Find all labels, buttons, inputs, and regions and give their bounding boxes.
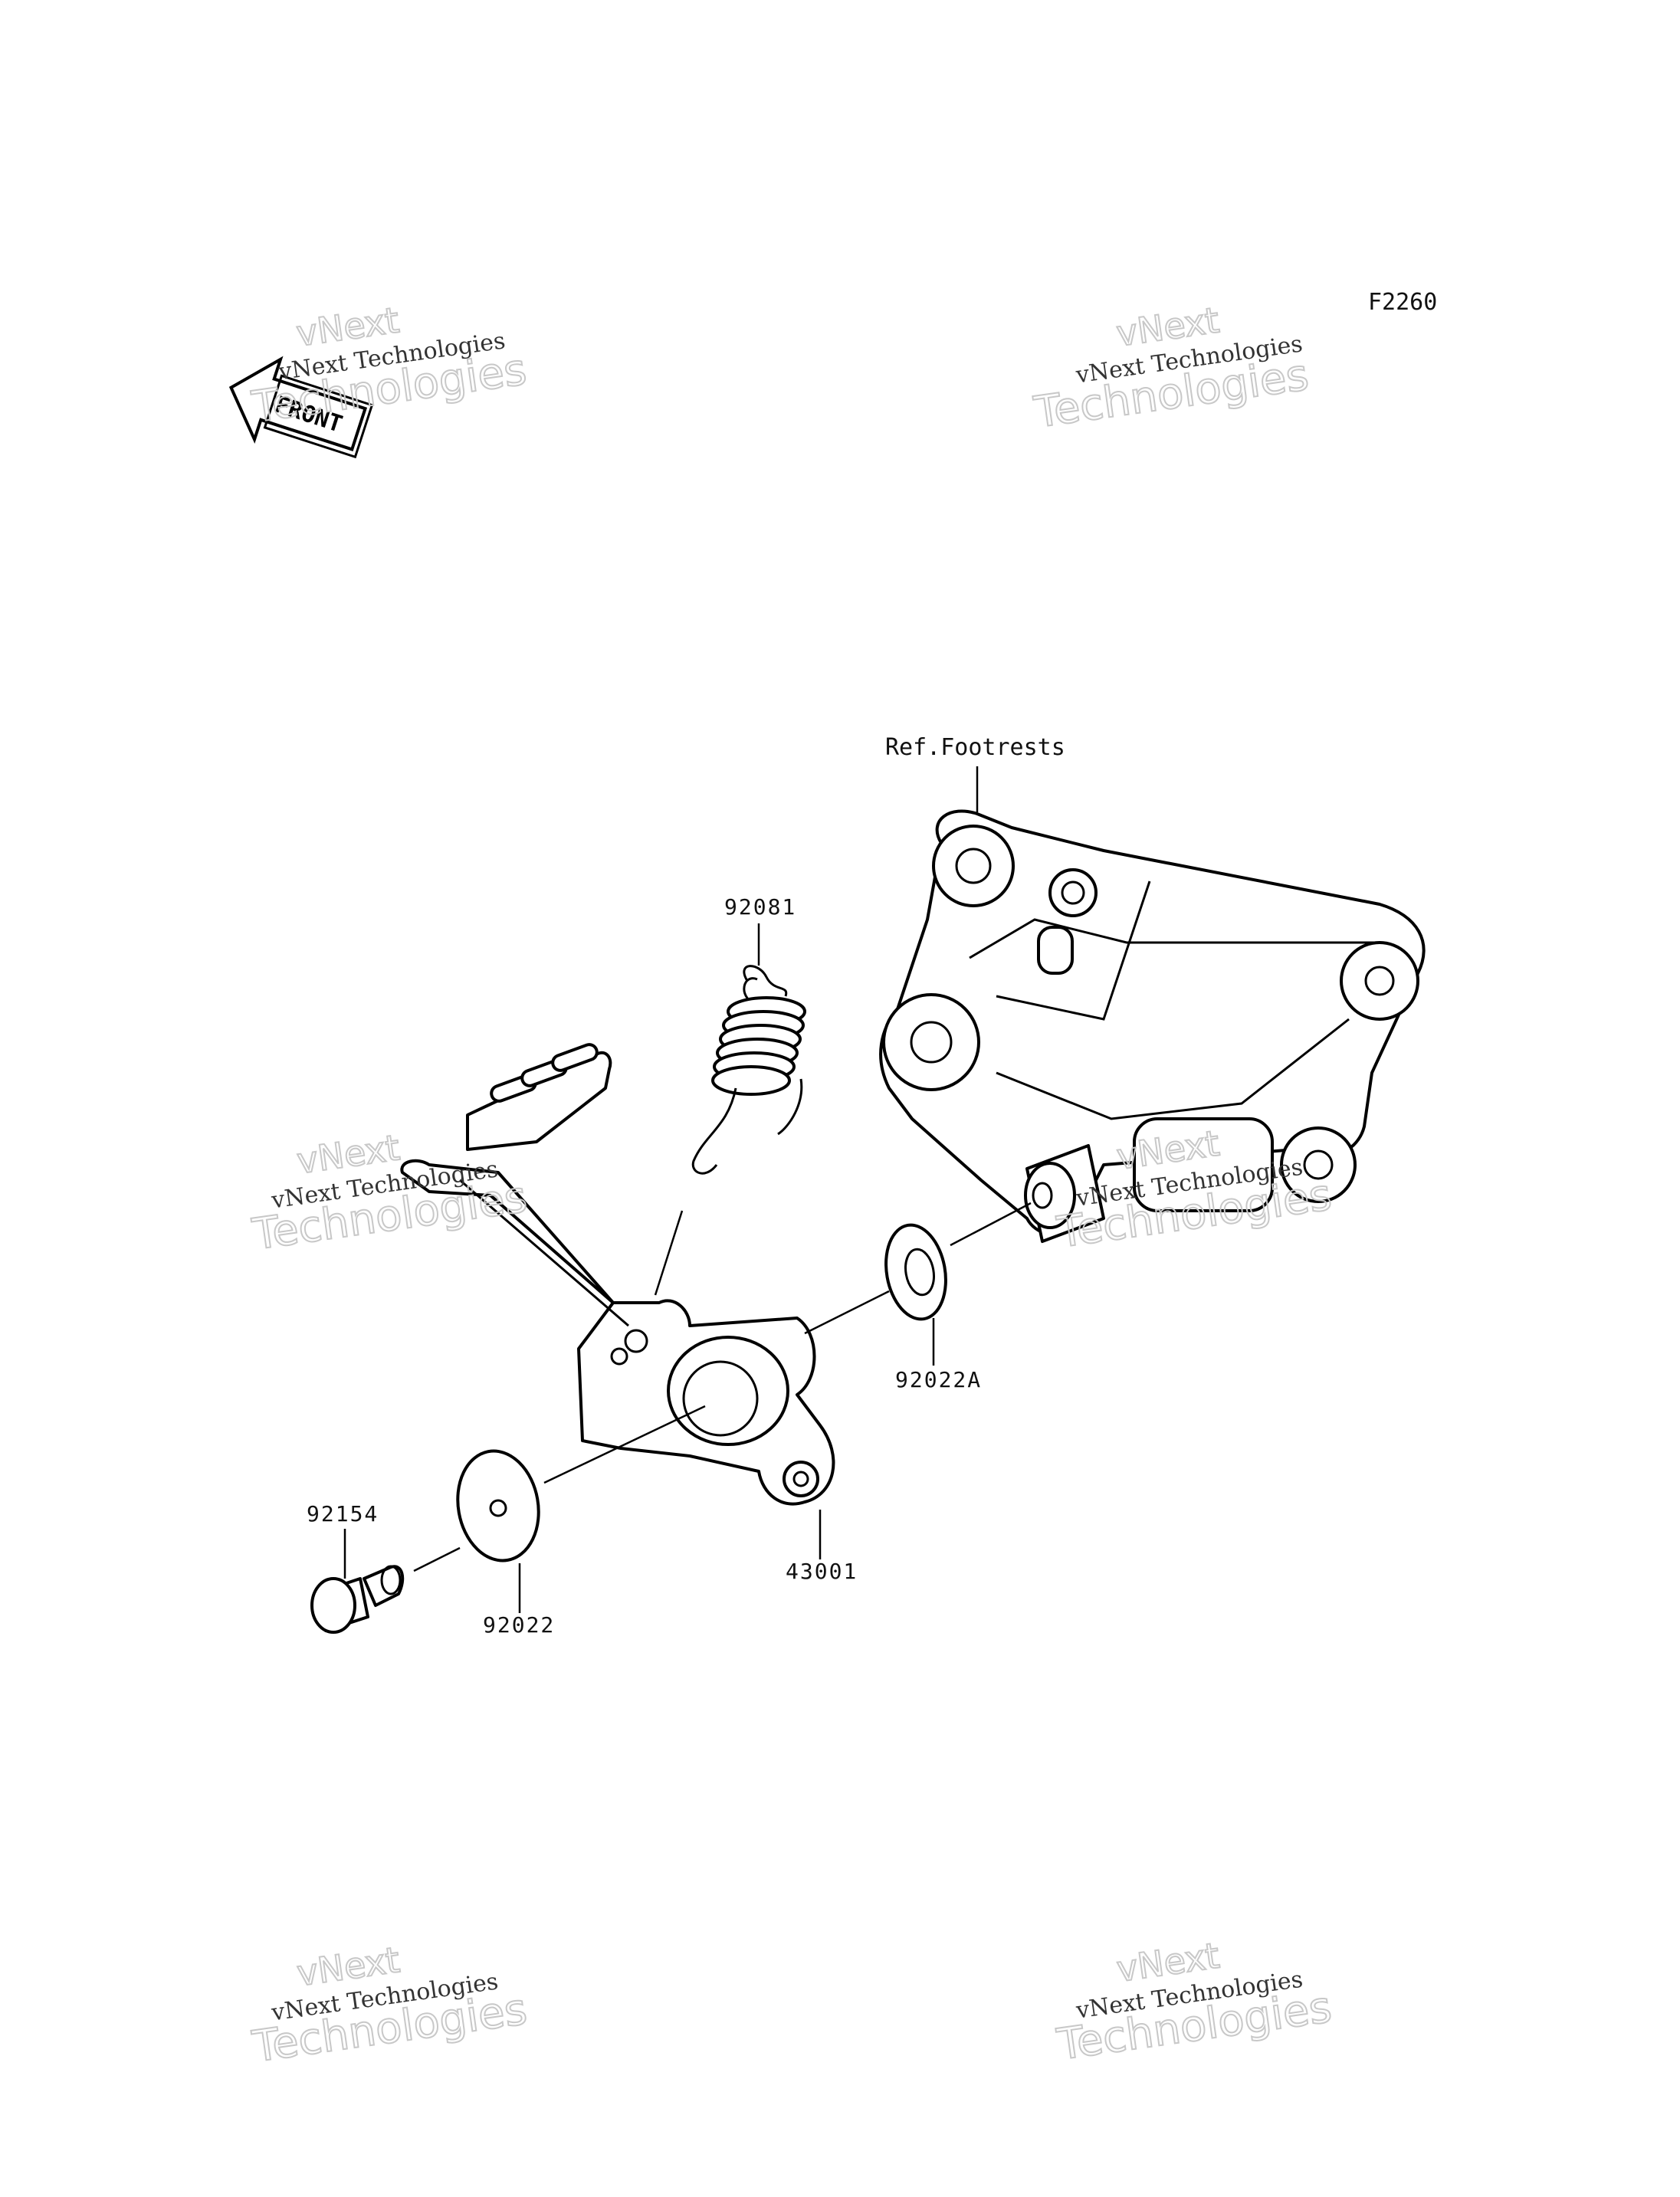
washer-a-part xyxy=(884,1223,947,1321)
part-number-spring: 92081 xyxy=(724,894,796,920)
figure-code: F2260 xyxy=(1368,289,1437,316)
bolt-part xyxy=(310,1565,405,1634)
axis-line-3 xyxy=(804,1290,890,1335)
part-number-pedal: 43001 xyxy=(786,1559,858,1584)
washer-part xyxy=(456,1449,540,1562)
part-number-washer-a: 92022A xyxy=(895,1367,982,1392)
part-number-bolt: 92154 xyxy=(307,1501,379,1526)
front-arrow-icon: FRONT xyxy=(228,356,374,459)
watermark-bottom-right: vNext vNext Technologies Technologies xyxy=(1053,1934,1335,2071)
watermark-top-right: vNext vNext Technologies Technologies xyxy=(1030,298,1312,438)
watermark-top-left: vNext vNext Technologies Technologies xyxy=(248,298,530,433)
reference-label: Ref.Footrests xyxy=(885,734,1065,761)
axis-line-4 xyxy=(950,1202,1032,1247)
watermark-bottom-left: vNext vNext Technologies Technologies xyxy=(248,1938,530,2073)
axis-line-1 xyxy=(413,1546,461,1572)
axis-line-2 xyxy=(543,1405,706,1484)
footrest-bracket xyxy=(879,809,1426,1243)
brake-pedal-part xyxy=(400,1043,835,1506)
part-number-washer: 92022 xyxy=(483,1612,555,1638)
axis-line-5 xyxy=(654,1210,684,1296)
spring-part xyxy=(691,965,806,1175)
